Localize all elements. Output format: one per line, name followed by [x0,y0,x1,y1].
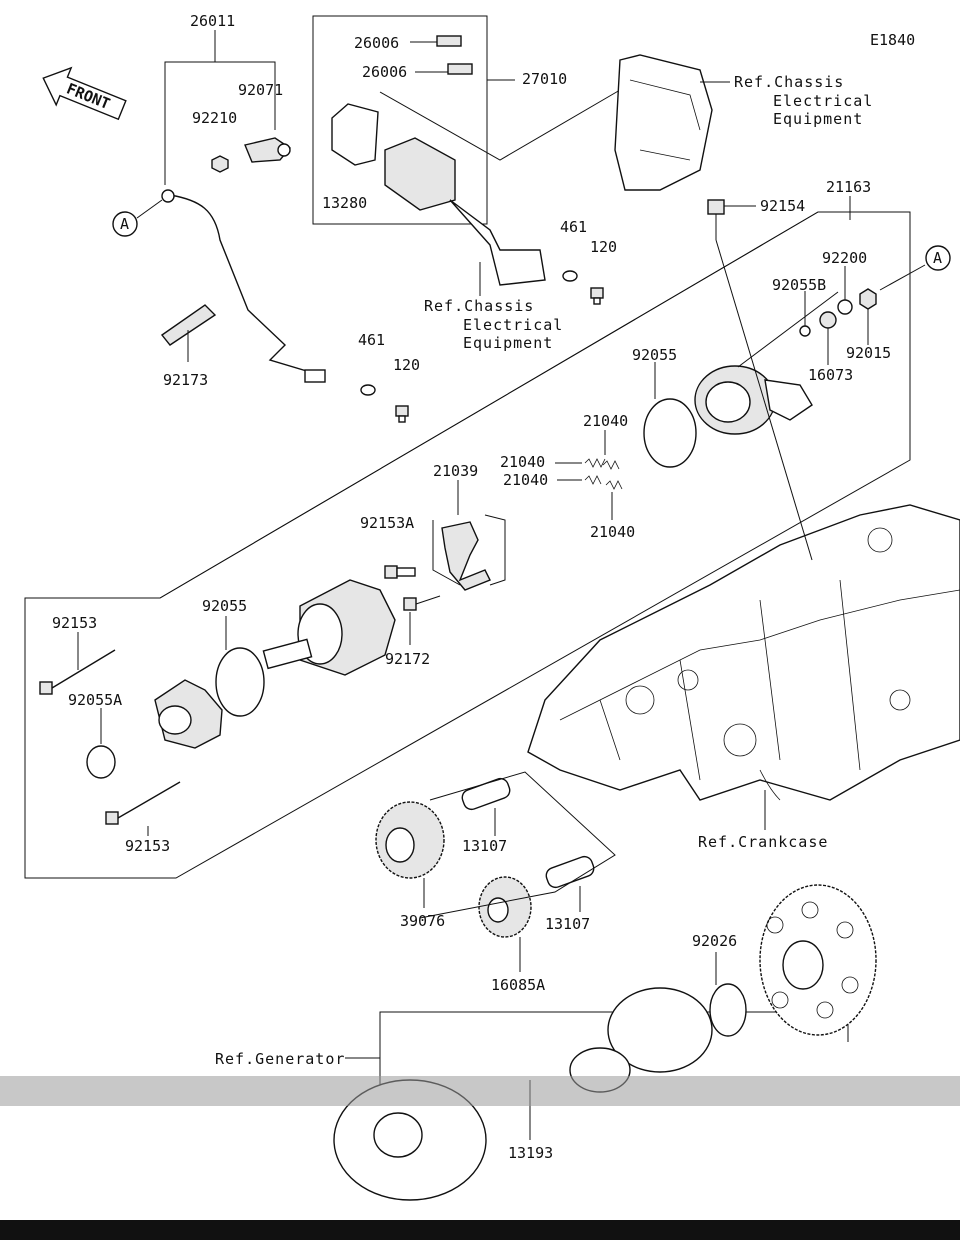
part-number: 120 [393,356,420,374]
scan-noise-band [0,1220,960,1240]
nut [211,155,229,173]
starter-front-cover [154,679,223,749]
front-arrow-icon: FRONT [42,66,127,121]
callout-circle [112,211,138,237]
terminal-cap [244,137,292,163]
part-number: 461 [560,218,587,236]
part-number: 13107 [545,915,590,933]
shaft [461,777,511,811]
o-ring-small [86,745,116,779]
part-number: 16073 [808,366,853,384]
fuse [447,63,473,75]
part-number: 13193 [508,1144,553,1162]
o-ring [215,647,265,717]
part-number: 21040 [590,523,635,541]
washer-large [709,983,747,1037]
part-number: 26006 [354,34,399,52]
flywheel [333,1079,487,1201]
callout-letter: A [120,215,129,233]
nut [859,288,877,310]
part-number: 13280 [322,194,367,212]
part-number: 21040 [583,412,628,430]
part-number: 92200 [822,249,867,267]
part-number: 92153 [125,837,170,855]
starter-clutch-gear [375,801,445,879]
washer [360,384,376,396]
starter-relay [384,137,456,211]
collar [819,311,837,329]
washer [837,299,853,315]
part-number: 461 [358,331,385,349]
part-number: 26006 [362,63,407,81]
part-number: 92154 [760,197,805,215]
ref-generator: Ref.Generator [215,1050,345,1068]
ref-chassis-line1: Ref.Chassis [734,73,844,91]
relay-group-frame [312,15,488,225]
ref-crankcase: Ref.Crankcase [698,833,828,851]
part-number: 92055B [772,276,826,294]
part-number: 92173 [163,371,208,389]
o-ring [643,398,697,468]
ref-chassis-line3: Equipment [773,110,863,128]
starter-cable [161,189,326,383]
part-number: 92055 [632,346,677,364]
ref-chassis-line3: Equipment [463,334,553,352]
callout-letter: A [933,249,942,267]
part-number: 120 [590,238,617,256]
chassis-electrical-box [614,54,713,191]
scan-noise-band [0,1076,960,1106]
through-bolt [105,781,181,825]
ref-chassis-line2: Electrical [463,316,563,334]
part-number: 92026 [692,932,737,950]
part-number: 92055 [202,597,247,615]
part-number: 16085A [491,976,545,994]
screw [403,597,417,611]
starter-ring-gear [759,884,877,1036]
fuse [436,35,462,47]
brush-holder [441,521,491,591]
bolt [590,287,604,305]
shaft [545,855,595,889]
o-ring-small [799,325,811,337]
part-number: 27010 [522,70,567,88]
part-number: 39076 [400,912,445,930]
ref-chassis-line1: Ref.Chassis [424,297,534,315]
diagram-code: E1840 [870,31,915,49]
callout-circle [925,245,951,271]
ref-chassis-line2: Electrical [773,92,873,110]
starter-inner-frame [159,211,819,599]
svg-text:FRONT: FRONT [64,80,113,114]
part-number: 92153 [52,614,97,632]
idler-gear [478,876,532,938]
screw [384,565,416,579]
part-number: 92055A [68,691,122,709]
clamp [160,304,217,346]
starter-motor-body [262,579,396,676]
brush-springs [555,430,623,520]
starter-rear-cover [694,365,813,435]
part-number: 92153A [360,514,414,532]
bolt [395,405,409,423]
part-number: 92015 [846,344,891,362]
part-number: 21040 [500,453,545,471]
part-number: 92071 [238,81,283,99]
part-number: 21163 [826,178,871,196]
part-number: 26011 [190,12,235,30]
part-number: 21039 [433,462,478,480]
washer [562,270,578,282]
part-number: 21040 [503,471,548,489]
long-bolt [707,199,725,240]
relay-cover [331,103,379,166]
crankcase [527,504,960,801]
part-number: 13107 [462,837,507,855]
through-bolt [39,649,116,695]
part-number: 92172 [385,650,430,668]
part-number: 92210 [192,109,237,127]
